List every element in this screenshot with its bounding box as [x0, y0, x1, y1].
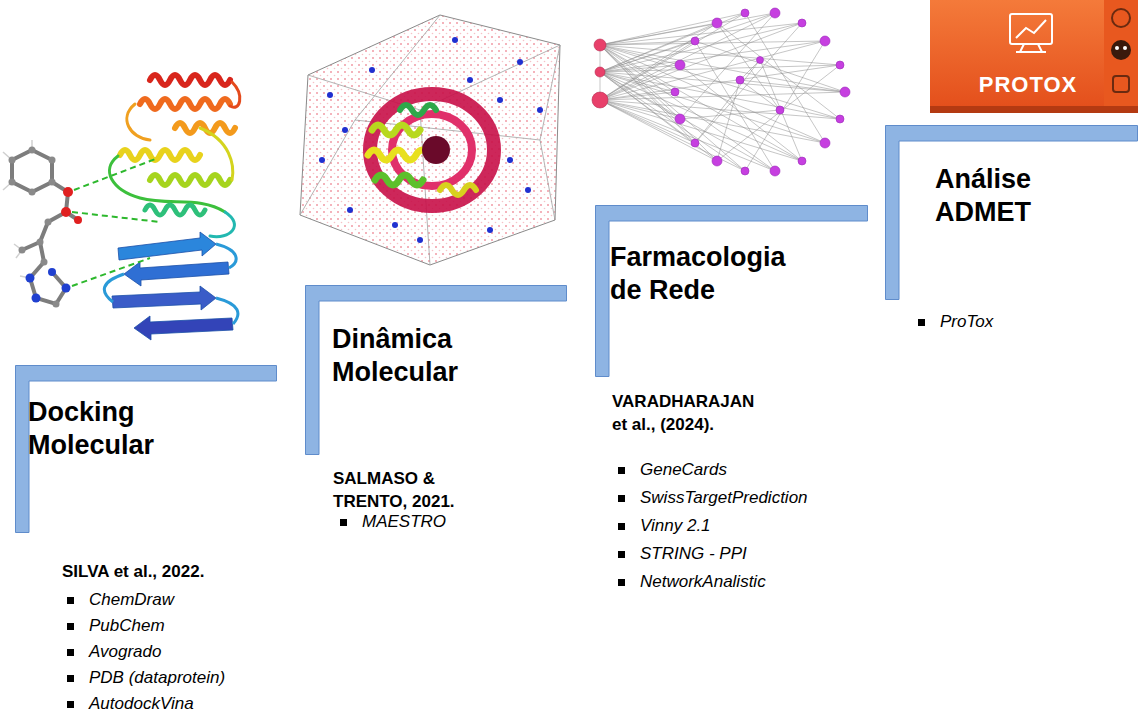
step-title: Farmacologia de Rede: [610, 241, 810, 307]
bullet-square: [340, 519, 347, 526]
bullet-square: [67, 623, 74, 630]
bracket-bar: [596, 206, 868, 377]
logo-text: PROTOX: [958, 72, 1098, 98]
reference: SILVA et al., 2022.: [62, 560, 282, 583]
solvation-box: [300, 15, 560, 265]
tool-item: MAESTRO: [362, 511, 446, 533]
bracket-bar: [886, 126, 1138, 300]
step-title: Dinâmica Molecular: [332, 323, 502, 389]
bullet-square: [618, 551, 625, 558]
tool-item: PubChem: [89, 615, 165, 637]
bracket-bar: [16, 366, 277, 533]
reference: VARADHARAJAN et al., (2024).: [612, 390, 772, 436]
step-title: Docking Molecular: [28, 396, 198, 462]
bullet-square: [618, 523, 625, 530]
step-bracket: Farmacologia de RedeVARADHARAJAN et al.,…: [595, 205, 868, 597]
tool-item: NetworkAnalistic: [640, 571, 766, 593]
step-title: Análise ADMET: [935, 163, 1075, 229]
step-bracket: Docking MolecularSILVA et al., 2022. Chem…: [15, 365, 286, 719]
step-bracket: Dinâmica MolecularSALMASO & TRENTO, 2021…: [305, 285, 567, 537]
reference: SALMASO & TRENTO, 2021.: [333, 467, 473, 513]
solvated-protein: [368, 94, 494, 206]
tool-item: ProTox: [940, 311, 993, 333]
protein-ribbon: [109, 75, 239, 237]
tool-item: Vinny 2.1: [640, 515, 711, 537]
beta-sheets: [104, 232, 238, 340]
bullet-square: [67, 701, 74, 708]
ligand-molecule: [3, 140, 160, 308]
tool-item: ChemDraw: [89, 589, 174, 611]
bullet-square: [918, 319, 925, 326]
ions: [319, 37, 543, 243]
bracket-bar: [306, 286, 567, 455]
tool-item: STRING - PPI: [640, 543, 747, 565]
bullet-square: [67, 649, 74, 656]
tool-item: GeneCards: [640, 459, 727, 481]
bullet-square: [618, 495, 625, 502]
bullet-square: [67, 675, 74, 682]
bullet-square: [618, 579, 625, 586]
protox-logo: [930, 0, 1138, 113]
tool-item: SwissTargetPrediction: [640, 487, 808, 509]
bullet-square: [67, 597, 74, 604]
bullet-square: [618, 467, 625, 474]
tool-item: PDB (dataprotein): [89, 667, 225, 689]
step-bracket: Análise ADMET ProTox: [885, 125, 1138, 337]
tool-item: Avogrado: [89, 641, 161, 663]
tool-item: AutodockVina: [89, 693, 194, 715]
network-graph: [592, 8, 850, 176]
